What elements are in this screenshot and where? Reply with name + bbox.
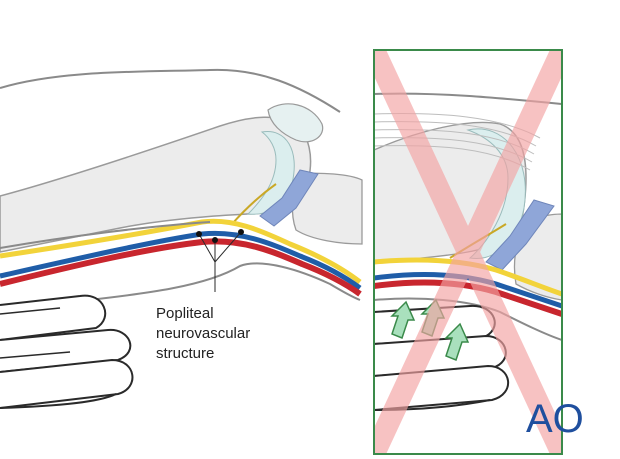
right-panel-frame <box>373 49 563 455</box>
meniscus <box>259 169 319 227</box>
ao-logo-text: AO <box>526 397 584 441</box>
nerve-branch <box>231 183 277 225</box>
not-recommended-cross-icon <box>374 50 562 454</box>
annotation-line-2: neurovascular <box>156 325 250 342</box>
left-panel: Popliteal neurovascular structure <box>0 68 363 409</box>
calf-skin-outline <box>0 221 211 249</box>
artery <box>0 238 362 297</box>
nerve <box>0 218 362 284</box>
label-leader-lines <box>196 229 244 292</box>
annotation-line-1: Popliteal <box>156 305 214 322</box>
up-arrow-icon <box>444 322 470 361</box>
popliteal-skin-outline <box>71 262 361 303</box>
patella <box>267 103 324 143</box>
ao-logo: AO <box>526 397 584 441</box>
femoral-cartilage <box>246 131 295 215</box>
hand <box>0 294 134 409</box>
thigh-skin-outline <box>0 68 341 113</box>
annotation-line-3: structure <box>156 345 214 362</box>
nerve-right <box>374 257 562 297</box>
right-panel <box>374 50 562 454</box>
up-arrow-icon <box>390 300 416 339</box>
vein <box>0 230 362 291</box>
